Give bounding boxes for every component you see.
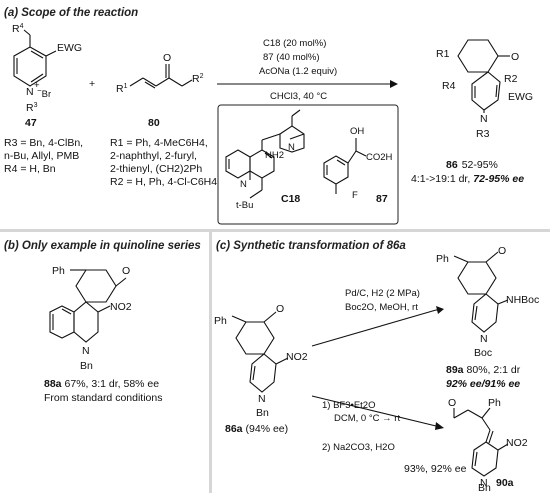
enone-80: O R1 R2 80 [116,52,204,129]
product-88a-nitro: NO2 [110,301,132,313]
fluorine-label: F [352,190,358,201]
product-86-r3: R3 [476,128,490,140]
r3-definition: R3 = Bn, 4-ClBn, [4,137,83,149]
product-86-n: N [480,113,488,125]
start-phenyl: Ph [214,315,227,327]
product-90a-nitro: NO2 [506,437,528,449]
product-86-r2: R2 [504,73,518,85]
r1-definition-cont-1: 2-naphthyl, 2-furyl, [110,150,197,162]
bottom-condition-3: 2) Na2CO3, H2O [322,442,395,453]
reaction-arrow: C18 (20 mol%) 87 (40 mol%) AcONa (1.2 eq… [217,38,398,102]
quinoline-n: N [240,179,247,190]
quinuclidine-n: N [288,142,295,153]
arrow-top [311,309,437,347]
product-89a: O Ph NHBoc N Boc [436,245,539,359]
product-90a-yield: 93%, 92% ee [404,463,467,475]
condition-3: AcONa (1.2 equiv) [259,66,337,77]
product-89a-boc: Boc [474,347,492,359]
top-condition-2: Boc2O, MeOH, rt [345,302,418,313]
product-88a-n: N [82,345,90,357]
condition-solvent: CHCl3, 40 °C [270,91,327,102]
bromide-label: −Br [37,86,51,100]
panel-a-header: (a) Scope of the reaction [4,7,138,19]
r1-definition: R1 = Ph, 4-MeC6H4, [110,137,208,149]
product-89a-n: N [480,333,488,345]
pyridinium-47: R4 EWG N + −Br R3 47 [12,23,82,129]
product-90a: O Ph NO2 N [448,397,528,489]
r1-label: R1 [116,83,128,95]
panel-c-header: (c) Synthetic transformation of 86a [216,240,406,252]
product-88a-bn: Bn [80,360,93,372]
start-n: N [258,393,266,405]
condition-1: C18 (20 mol%) [263,38,326,49]
start-oxygen: O [276,303,284,315]
pyridinium-n: N [26,86,34,98]
product-89a-oxygen: O [498,245,506,257]
product-86-selectivity-line: 4:1->19:1 dr,72-95% ee [411,173,524,185]
bottom-condition-2: DCM, 0 °C → rt [334,413,400,424]
r1-definition-cont-2: 2-thienyl, (CH2)2Ph [110,163,202,175]
hydroxyl-oh: OH [350,126,364,137]
catalyst-box: N NH2 t-Bu N C18 OH CO2H F 87 [217,104,399,225]
tbu-label: t-Bu [236,200,253,211]
condition-2: 87 (40 mol%) [263,52,320,63]
top-condition-1: Pd/C, H2 (2 MPa) [345,288,420,299]
product-86: O R1 R2 R4 EWG N R3 [436,39,533,140]
compound-47-label: 47 [25,117,37,129]
product-88a-phenyl: Ph [52,265,65,277]
r4-label: R4 [12,23,24,35]
quinoline-product-88a: O Ph NO2 N Bn [49,265,132,372]
r4-definition: R4 = H, Bn [4,163,56,175]
panel-divider-horizontal [0,229,550,232]
bottom-condition-1: 1) BF3•Et2O [322,400,375,411]
product-90a-n: N [480,477,488,489]
product-89a-nhboc: NHBoc [506,294,539,306]
ewg-label: EWG [57,42,82,54]
starting-material-86a: O Ph NO2 N Bn [214,303,308,419]
r3-definition-cont: n-Bu, Allyl, PMB [4,150,79,162]
compound-80-label: 80 [148,117,160,129]
product-90a-bn: Bn [478,482,491,493]
enone-oxygen: O [163,52,171,64]
plus-sign: + [89,78,95,90]
product-86-oxygen: O [511,51,519,63]
amine-nh2: NH2 [265,150,284,161]
carboxylic-acid: CO2H [366,152,393,163]
product-90a-phenyl: Ph [488,397,501,409]
catalyst-87-label: 87 [376,193,388,205]
start-bn: Bn [256,407,269,419]
product-90a-result: 90a [496,477,514,489]
product-86-r4: R4 [442,80,456,92]
n-plus-charge: + [34,80,40,91]
product-88a-note: From standard conditions [44,392,162,404]
product-89a-ee: 92% ee/91% ee [446,378,520,390]
panel-b-header: (b) Only example in quinoline series [4,240,201,252]
product-89a-phenyl: Ph [436,253,449,265]
product-86-r1: R1 [436,48,450,60]
r3-label: R3 [26,102,38,114]
product-88a-oxygen: O [122,265,130,277]
product-90a-oxygen: O [448,397,456,409]
r2-definition: R2 = H, Ph, 4-Cl-C6H4 [110,176,217,188]
panel-divider-vertical [209,229,212,493]
start-label: 86a(94% ee) [225,423,288,435]
arrow-bottom [311,395,437,427]
start-nitro: NO2 [286,351,308,363]
catalyst-c18-label: C18 [281,193,300,205]
product-86-ewg: EWG [508,91,533,103]
r2-label: R2 [192,73,204,85]
